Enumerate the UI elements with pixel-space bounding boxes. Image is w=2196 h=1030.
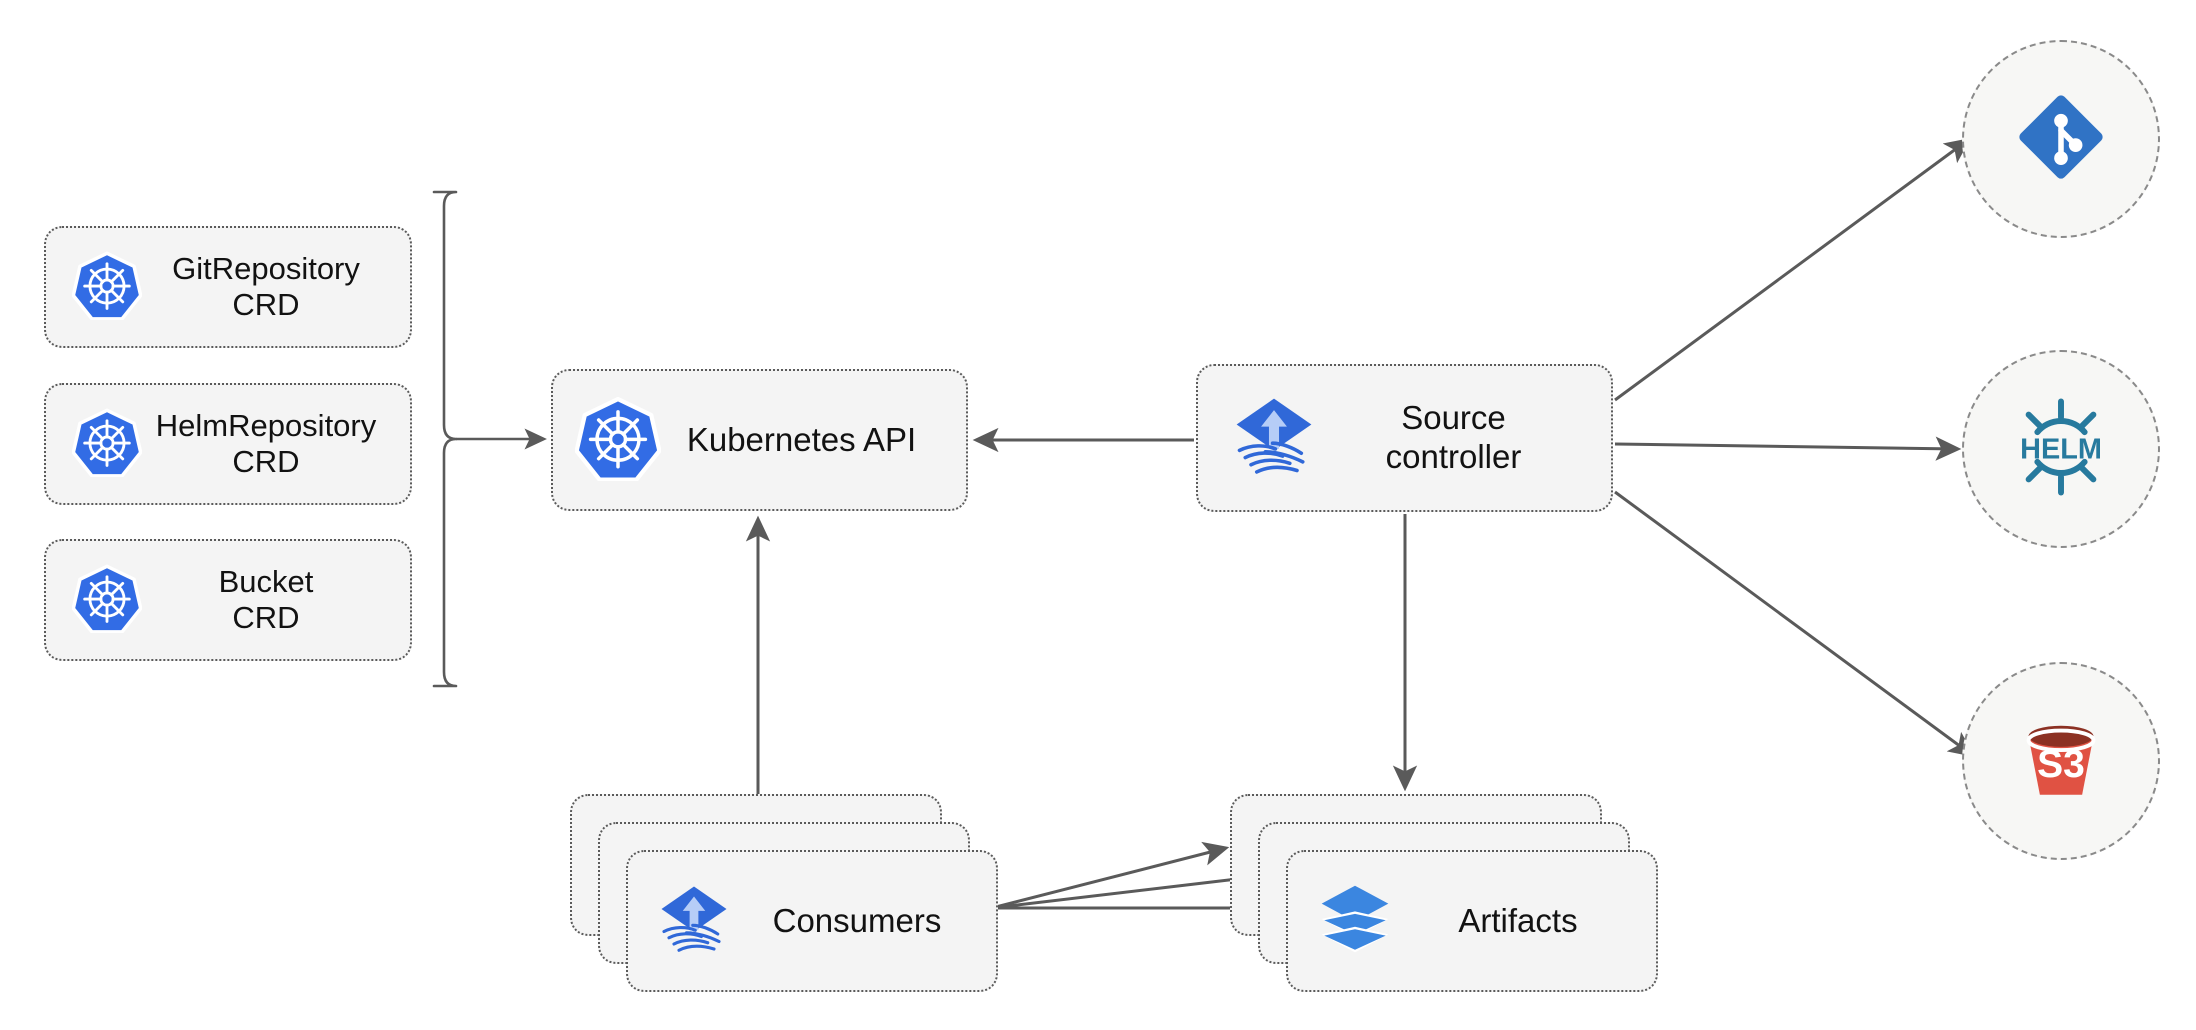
- git-icon: [2009, 85, 2113, 194]
- node-label: Kubernetes API: [686, 420, 917, 458]
- node-source-controller[interactable]: Source controller: [1196, 364, 1613, 512]
- edge-consumers-to-artifacts-2: [991, 867, 1258, 910]
- layers-icon: [1314, 878, 1396, 965]
- node-label: Source controller: [1385, 399, 1522, 475]
- helm-icon: HELM: [2005, 391, 2117, 508]
- edge-consumers-to-artifacts-1: [991, 841, 1230, 910]
- edge-source-controller-to-s3: [1614, 490, 1975, 758]
- kubernetes-icon: [71, 563, 143, 638]
- node-label: HelmRepository CRD: [155, 407, 377, 479]
- node-label: GitRepository CRD: [172, 250, 360, 322]
- consumers-sheet-front[interactable]: Consumers: [626, 850, 998, 992]
- node-artifacts[interactable]: Artifacts: [1230, 794, 1662, 994]
- node-helmrepository-crd[interactable]: HelmRepository CRD: [44, 383, 412, 505]
- kubernetes-icon: [574, 395, 662, 486]
- node-label: Artifacts: [1458, 902, 1578, 939]
- artifacts-sheet-front[interactable]: Artifacts: [1286, 850, 1658, 992]
- s3-label: S3: [2037, 742, 2085, 785]
- node-kubernetes-api[interactable]: Kubernetes API: [551, 369, 968, 511]
- kubernetes-icon: [71, 407, 143, 482]
- node-bucket-crd[interactable]: Bucket CRD: [44, 539, 412, 661]
- crd-group-bracket: [432, 190, 458, 688]
- helm-label: HELM: [2020, 433, 2102, 465]
- flux-icon: [1228, 390, 1320, 487]
- node-gitrepository-crd[interactable]: GitRepository CRD: [44, 226, 412, 348]
- edge-source-controller-to-git: [1614, 137, 1971, 402]
- source-s3[interactable]: S3: [1962, 662, 2160, 860]
- kubernetes-icon: [71, 250, 143, 325]
- s3-icon: S3: [2009, 707, 2113, 816]
- node-consumers[interactable]: Consumers: [570, 794, 1002, 994]
- edge-source-controller-to-helm: [1614, 436, 1962, 461]
- node-label: Consumers: [772, 902, 942, 939]
- flux-icon: [654, 879, 734, 964]
- source-git[interactable]: [1962, 40, 2160, 238]
- source-helm[interactable]: HELM: [1962, 350, 2160, 548]
- node-label: Bucket CRD: [218, 563, 314, 635]
